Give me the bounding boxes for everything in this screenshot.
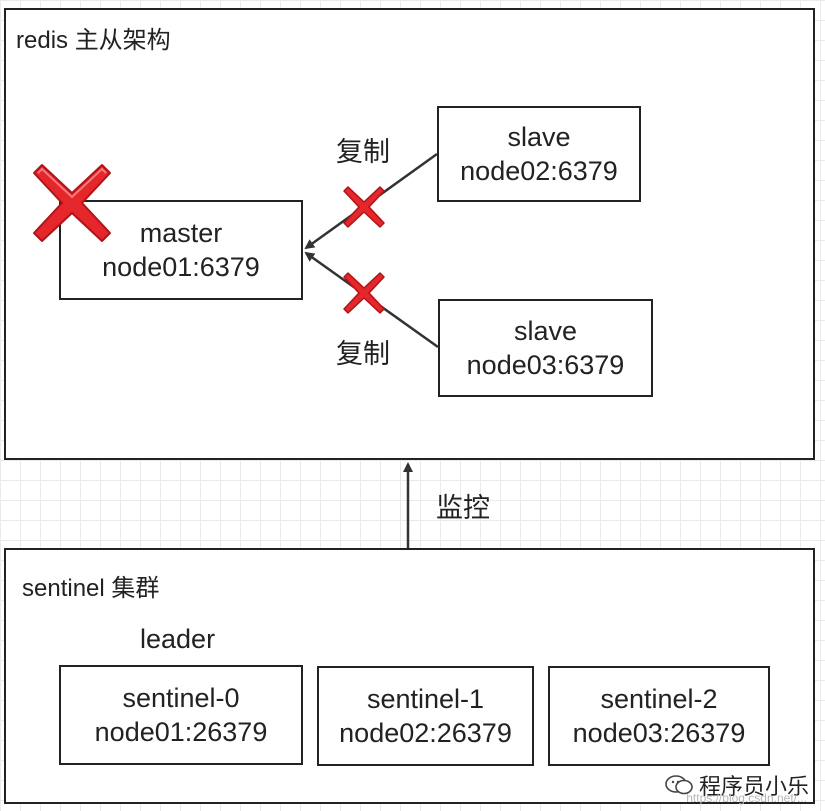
redis-cluster-title: redis 主从架构 [16, 27, 171, 54]
sentinel-2-address: node03:26379 [572, 718, 746, 748]
replication-label-top: 复制 [336, 137, 390, 167]
sentinel-node-2: sentinel-2 node03:26379 [548, 666, 770, 766]
sentinel-2-name: sentinel-2 [600, 684, 718, 714]
watermark-url: https://blog.csdn.net/... [686, 791, 807, 805]
sentinel-1-address: node02:26379 [339, 718, 512, 748]
master-node: master node01:6379 [59, 200, 303, 300]
watermark-text: 程序员小乐 [698, 774, 809, 799]
replication-label-bottom: 复制 [336, 339, 390, 369]
slave-02-role: slave [507, 122, 571, 152]
slave-02-address: node02:6379 [460, 156, 618, 186]
wechat-icon [665, 775, 693, 795]
watermark: 程序员小乐 https://blog.csdn.net/... [665, 769, 809, 805]
sentinel-0-address: node01:26379 [94, 717, 268, 747]
monitor-label: 监控 [436, 493, 490, 523]
sentinel-node-1: sentinel-1 node02:26379 [317, 666, 534, 766]
master-address: node01:6379 [102, 252, 260, 282]
sentinel-node-0: sentinel-0 node01:26379 [59, 665, 303, 765]
leader-label: leader [140, 624, 216, 654]
sentinel-0-name: sentinel-0 [122, 683, 240, 713]
sentinel-cluster-title: sentinel 集群 [22, 575, 160, 602]
master-role: master [139, 218, 223, 248]
slave-03-address: node03:6379 [466, 350, 625, 380]
slave-node-03: slave node03:6379 [438, 299, 653, 397]
sentinel-1-name: sentinel-1 [366, 684, 485, 714]
slave-node-02: slave node02:6379 [437, 106, 641, 202]
slave-03-role: slave [513, 316, 578, 346]
